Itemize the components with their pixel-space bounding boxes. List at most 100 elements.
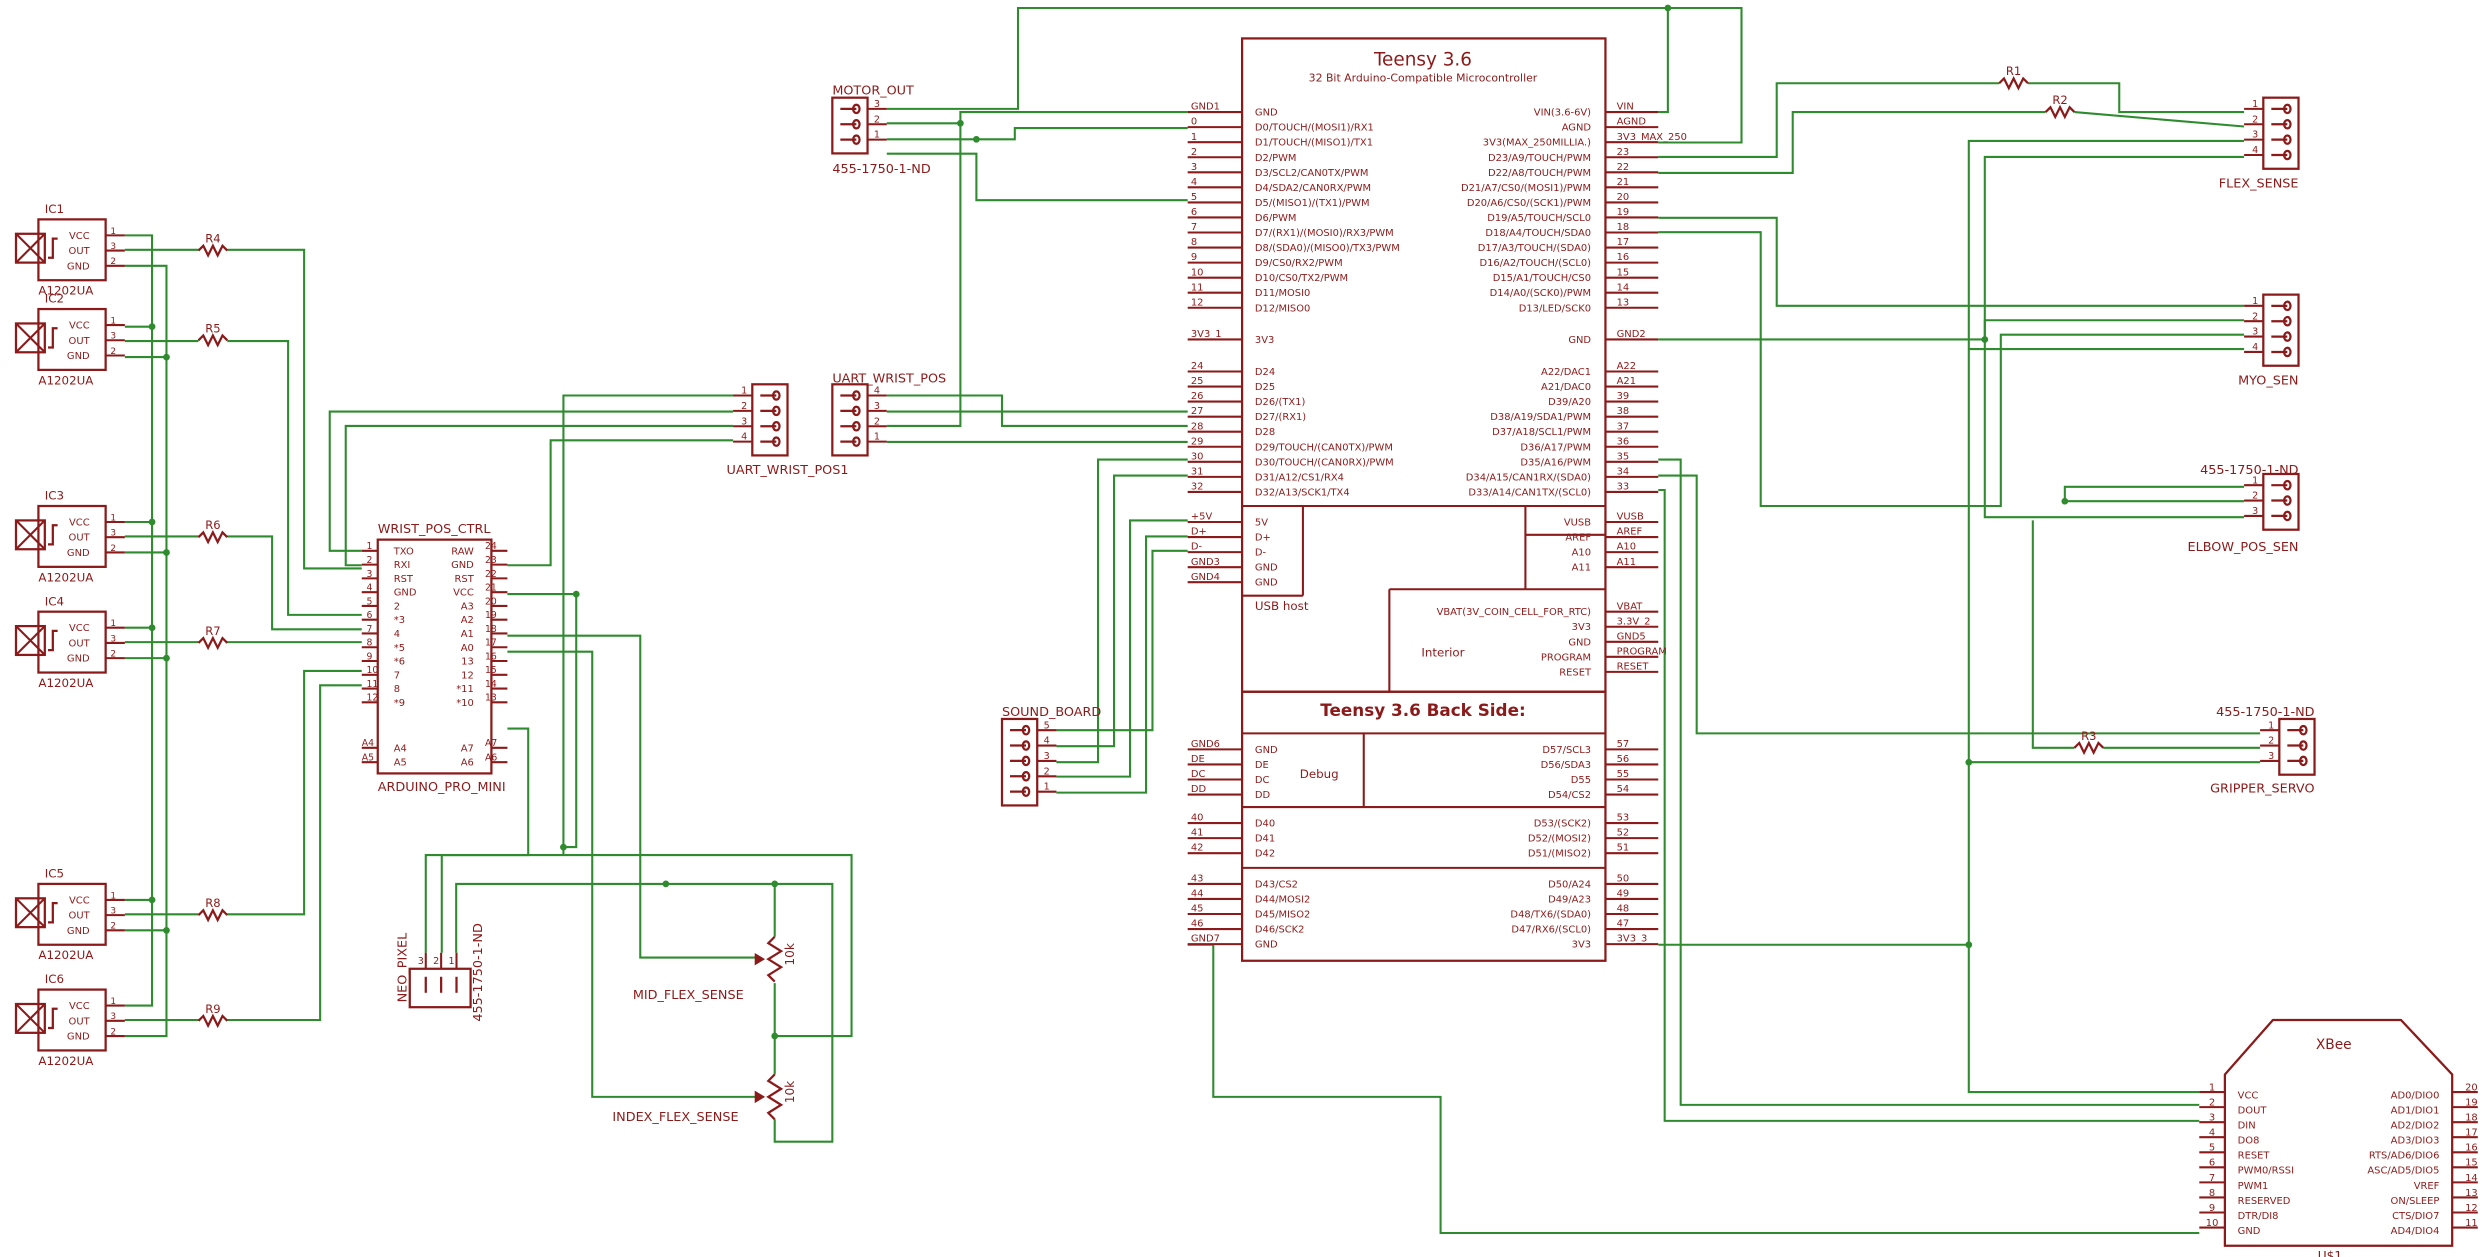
xbee-pin-num: 8 xyxy=(2209,1188,2215,1199)
teensy-pin-label: D27/(RX1) xyxy=(1255,412,1306,423)
hall-pin-num: 1 xyxy=(110,997,116,1007)
teensy-pin-label: D37/A18/SCL1/PWM xyxy=(1492,427,1591,438)
xbee-pin-label: PWM0/RSSI xyxy=(2238,1166,2294,1177)
flex-sense-connector-name: FLEX_SENSE xyxy=(2219,176,2299,191)
uart-wrist-pos1-connector-pin-num: 3 xyxy=(741,416,747,427)
xbee-pin-label: DO8 xyxy=(2238,1136,2260,1147)
xbee-pin-label: VCC xyxy=(2238,1090,2259,1101)
arduino-pin-label: GND xyxy=(451,560,474,571)
teensy-net-label: DC xyxy=(1191,769,1206,780)
xbee-pin-num: 19 xyxy=(2465,1098,2478,1109)
elbow-pos-sen-connector-pin-num: 2 xyxy=(2252,491,2258,502)
arduino-pin-label: *6 xyxy=(394,657,405,668)
teensy-pin-label: D55 xyxy=(1571,775,1591,786)
teensy-pin-label: D31/A12/CS1/RX4 xyxy=(1255,472,1344,483)
teensy-pin-label: 3V3 xyxy=(1572,622,1591,633)
teensy-pin-label: GND xyxy=(1255,578,1278,589)
net-wire xyxy=(227,535,362,631)
hall-pin-num: 1 xyxy=(110,619,116,629)
xbee-pin-label: ASC/AD5/DIO5 xyxy=(2367,1166,2439,1177)
teensy-net-label: 21 xyxy=(1617,177,1630,188)
teensy-pin-label: A11 xyxy=(1572,563,1591,574)
teensy-pin-label: D25 xyxy=(1255,382,1275,393)
junction-dot xyxy=(572,590,580,598)
hall-sensor-value: A1202UA xyxy=(38,570,93,584)
arduino-pin-label: A4 xyxy=(394,743,407,754)
teensy-pin-label: PROGRAM xyxy=(1541,652,1591,663)
uart-wrist-pos1-connector-pin-num: 2 xyxy=(741,401,747,412)
teensy-net-label: 45 xyxy=(1191,904,1204,915)
teensy-net-label: 44 xyxy=(1191,889,1204,900)
net-wire xyxy=(2063,485,2245,503)
net-wire xyxy=(1658,111,2046,174)
sound-board-connector-pin-num: 3 xyxy=(1044,751,1050,762)
r2-resistor xyxy=(2044,104,2076,120)
hall-pin-num: 3 xyxy=(110,634,116,644)
teensy-net-label: 8 xyxy=(1191,237,1197,248)
teensy-net-label: 39 xyxy=(1617,391,1630,402)
hall-sensor-name: IC2 xyxy=(45,292,64,306)
teensy-net-label: GND6 xyxy=(1191,739,1220,750)
teensy-net-label: +5V xyxy=(1191,512,1213,523)
teensy-net-label: 48 xyxy=(1617,904,1630,915)
teensy-pin-label: D51/(MISO2) xyxy=(1528,849,1591,860)
net-wire xyxy=(1658,231,2245,508)
net-wire xyxy=(227,669,362,916)
xbee-pin-num: 16 xyxy=(2465,1143,2478,1154)
teensy-back-body xyxy=(1240,690,1607,962)
teensy-pin-label: D57/SCL3 xyxy=(1542,745,1591,756)
xbee-pin-num: 20 xyxy=(2465,1082,2478,1093)
neo-pixel-pin-num: 1 xyxy=(449,956,455,967)
elbow-pos-sen-connector-value: 455-1750-1-ND xyxy=(2200,463,2299,478)
xbee-pin-num: 12 xyxy=(2465,1203,2478,1214)
teensy-net-label: 9 xyxy=(1191,252,1197,263)
xbee-pin-label: GND xyxy=(2238,1226,2261,1237)
junction-dot xyxy=(771,880,779,888)
myo-sen-connector-pin-num: 1 xyxy=(2252,296,2258,307)
hall-pullup-resistor xyxy=(197,332,229,348)
hall-pin-num: 3 xyxy=(110,907,116,917)
arduino-pin-num: 7 xyxy=(367,624,373,635)
teensy-net-label: A11 xyxy=(1617,557,1636,568)
resistor-label: R4 xyxy=(205,232,220,246)
myo-sen-connector-pin-num: 4 xyxy=(2252,342,2258,353)
hall-pin-num: 2 xyxy=(110,544,116,554)
net-wire xyxy=(344,424,734,567)
teensy-net-label: 41 xyxy=(1191,828,1204,839)
hall-sensor-icon-x xyxy=(15,897,46,928)
xbee-pin-label: AD2/DIO2 xyxy=(2391,1121,2440,1132)
flex-sense-connector-body xyxy=(2262,96,2300,170)
arduino-pin-label: VCC xyxy=(453,588,474,599)
junction-dot xyxy=(163,926,170,934)
arduino-pin-num: 9 xyxy=(367,651,373,662)
xbee-pin-label: AD4/DIO4 xyxy=(2391,1226,2440,1237)
xbee-name: U$1 xyxy=(2318,1249,2342,1257)
teensy-net-label: 17 xyxy=(1617,237,1630,248)
hall-sensor-icon-x xyxy=(15,519,46,550)
arduino-pin-label: 2 xyxy=(394,601,400,612)
hall-sensor-value: A1202UA xyxy=(38,284,93,298)
sound-board-connector-name: SOUND_BOARD xyxy=(1002,705,1101,720)
motor-out-connector-body xyxy=(831,96,869,155)
net-wire xyxy=(227,248,362,570)
myo-sen-connector-contact-tip xyxy=(2282,331,2292,342)
teensy-pin-label: D14/A0/(SCK0)/PWM xyxy=(1490,288,1591,299)
hall-sensor-icon-x xyxy=(15,1003,46,1034)
teensy-net-label: 15 xyxy=(1617,267,1630,278)
junction-dot xyxy=(662,880,670,888)
teensy-pin-label: D47/RX6/(SCL0) xyxy=(1511,925,1591,936)
uart-wrist-pos-connector-body xyxy=(831,383,869,457)
teensy-net-label: D- xyxy=(1191,542,1203,553)
net-wire xyxy=(1658,474,2261,735)
xbee-pin-num: 6 xyxy=(2209,1158,2215,1169)
teensy-pin-label: DD xyxy=(1255,790,1271,801)
teensy-pin-label: D9/CS0/RX2/PWM xyxy=(1255,258,1343,269)
elbow-pos-sen-connector-contact-tip xyxy=(2282,479,2292,491)
teensy-pin-label: D1/TOUCH/(MISO1)/TX1 xyxy=(1255,138,1373,149)
teensy-pin-label: D28 xyxy=(1255,427,1275,438)
hall-sensor-value: A1202UA xyxy=(38,373,93,387)
myo-sen-connector-pin-num: 2 xyxy=(2252,311,2258,322)
teensy-net-label: 30 xyxy=(1191,451,1204,462)
teensy-pin-label: D23/A9/TOUCH/PWM xyxy=(1488,153,1591,164)
